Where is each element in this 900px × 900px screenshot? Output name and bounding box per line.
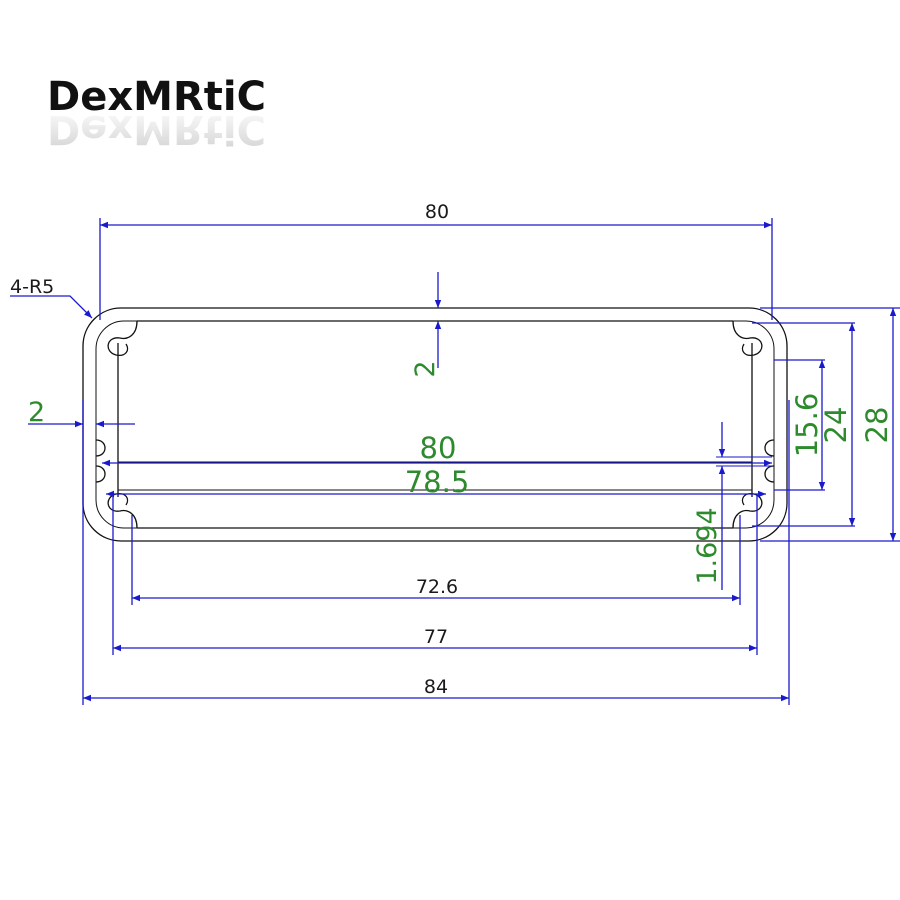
dimension-label-wall-left: 2	[28, 397, 45, 428]
brand-logo-reflection: DexMRtiC	[47, 106, 266, 152]
dimension-label-top-width: 80	[425, 201, 449, 223]
dimension-label-flange-width: 77	[424, 626, 448, 648]
dimension-label-wall-top: 2	[410, 360, 441, 377]
profile-outline	[82, 307, 788, 542]
brand-logo-text: DexMRtiC	[47, 74, 266, 120]
card-guide-left	[95, 439, 106, 483]
dimension-label-inner-width: 80	[420, 431, 457, 465]
dimension-label-inner-height: 24	[819, 407, 853, 444]
brand-logo: DexMRtiC DexMRtiC	[47, 74, 266, 152]
dimension-label-slot-width: 78.5	[405, 465, 470, 499]
card-guide-right	[764, 439, 775, 483]
dimension-labels: 80 4-R5 72.6 77 84 80 78.5 2 2 1.694 15.…	[10, 201, 894, 698]
dimension-lines	[10, 218, 900, 705]
outer-outline	[82, 307, 788, 542]
dimension-label-slot-height: 15.6	[790, 393, 824, 458]
screw-slot-top-right	[732, 320, 763, 356]
callout-label-corner-radius: 4-R5	[10, 276, 54, 298]
dimension-label-overall-width: 84	[424, 676, 448, 698]
dimension-label-bottom-span: 72.6	[416, 576, 458, 598]
dimension-label-slot-offset: 1.694	[692, 507, 723, 584]
dimension-label-overall-height: 28	[860, 407, 894, 444]
screw-slot-top-left	[107, 320, 138, 356]
